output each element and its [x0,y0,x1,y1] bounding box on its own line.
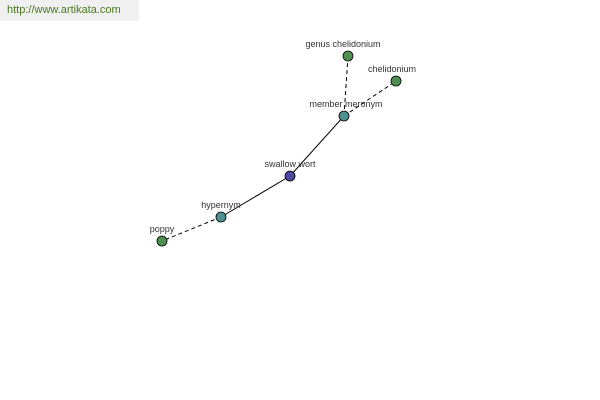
node-label-swallow-wort: swallow wort [264,159,316,169]
edge-hypernym-to-poppy [161,216,222,242]
node-label-member-meronym: member meronym [309,99,382,109]
node-member-meronym[interactable] [338,110,350,122]
node-hypernym[interactable] [215,211,227,223]
edge-member-meronym-to-chelidonium [343,80,397,117]
edge-swallow-wort-to-hypernym [220,175,291,218]
node-label-poppy: poppy [150,224,175,234]
graph-nodes [156,50,402,247]
graph-labels: swallow wort member meronym hypernym genus … [150,39,416,234]
node-genus-chelidonium[interactable] [342,50,354,62]
node-label-hypernym: hypernym [201,200,241,210]
node-chelidonium[interactable] [390,75,402,87]
graph-edges [161,55,397,242]
edge-swallow-wort-to-member-meronym [289,115,345,177]
node-label-genus-chelidonium: genus chelidonium [305,39,380,49]
watermark-link[interactable]: http://www.artikata.com [0,0,139,21]
edge-member-meronym-to-genus-chelidonium [343,55,349,117]
node-poppy[interactable] [156,235,168,247]
node-label-chelidonium: chelidonium [368,64,416,74]
node-swallow-wort[interactable] [284,170,296,182]
